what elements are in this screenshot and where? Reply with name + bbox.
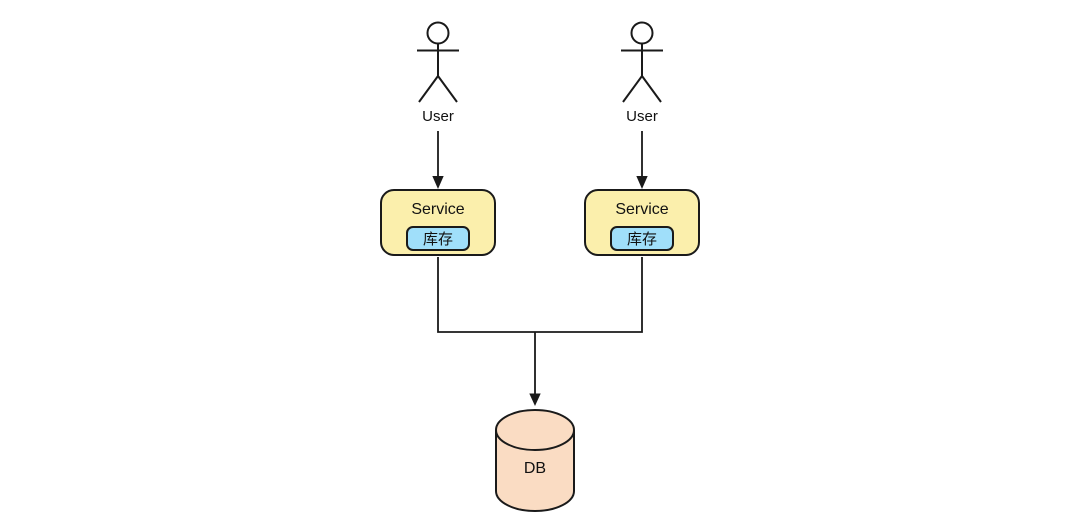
service-label: Service xyxy=(615,200,669,218)
actor-label-left: User xyxy=(422,108,454,125)
db-label: DB xyxy=(523,460,547,477)
inventory-module: 库存 xyxy=(406,226,470,251)
actor-figure-right xyxy=(621,21,663,103)
arrowhead-icon xyxy=(432,176,444,189)
inventory-label: 库存 xyxy=(626,231,657,248)
db-cylinder xyxy=(495,409,575,512)
actor-label-right: User xyxy=(626,108,658,125)
arrow-user-to-service-left xyxy=(432,131,444,189)
service-node-left: Service 库存 xyxy=(380,189,496,256)
arrowhead-icon xyxy=(636,176,648,189)
service-label: Service xyxy=(411,200,465,218)
actor-figure-left xyxy=(417,21,459,103)
arrowhead-icon xyxy=(529,393,541,406)
inventory-label: 库存 xyxy=(422,231,453,248)
actor-head-icon xyxy=(426,21,450,45)
actor-head-icon xyxy=(630,21,654,45)
inventory-module: 库存 xyxy=(610,226,674,251)
connector-services-to-db xyxy=(437,257,643,406)
service-node-right: Service 库存 xyxy=(584,189,700,256)
arrow-user-to-service-right xyxy=(636,131,648,189)
